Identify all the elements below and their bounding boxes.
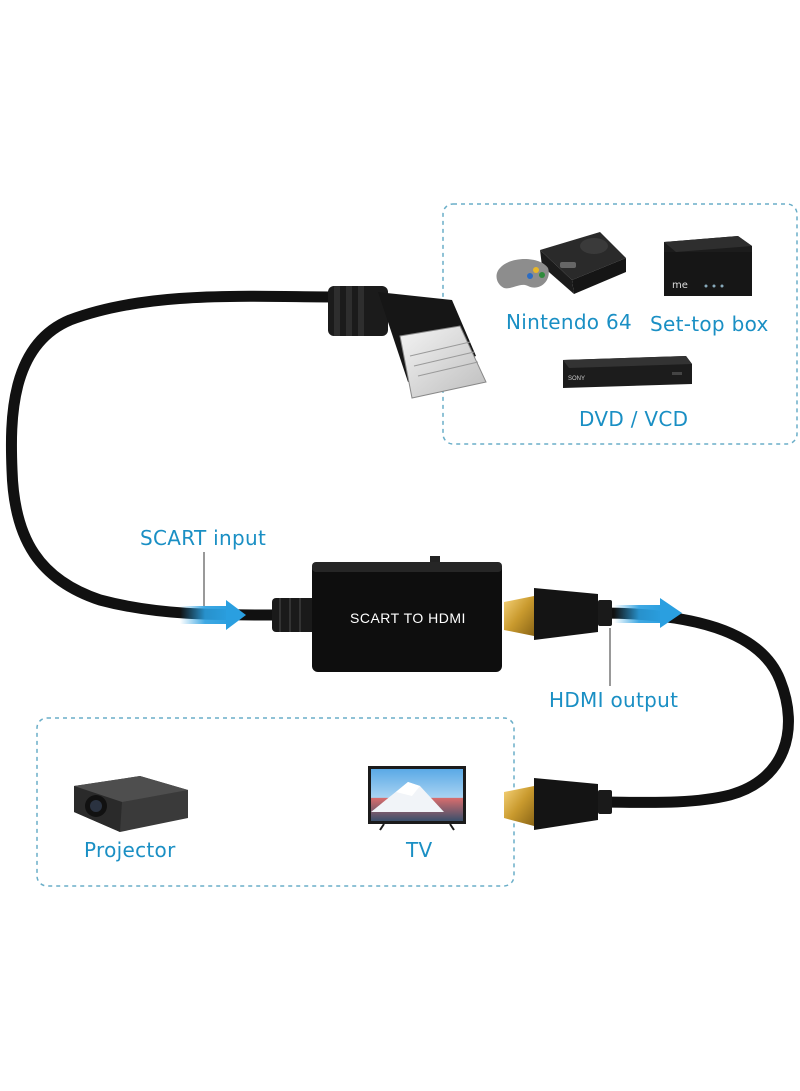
dvd-brand: SONY bbox=[568, 376, 585, 382]
label-nintendo64: Nintendo 64 bbox=[506, 310, 633, 334]
adapter-label: SCART TO HDMI bbox=[350, 610, 466, 626]
hdmi-output-arrow bbox=[614, 598, 682, 628]
label-settop-box: Set-top box bbox=[650, 312, 769, 336]
settop-box-image: me bbox=[664, 236, 752, 296]
label-tv: TV bbox=[406, 838, 433, 862]
hdmi-plug-bottom bbox=[504, 778, 612, 830]
projector-image bbox=[74, 776, 188, 832]
tv-image bbox=[368, 766, 466, 831]
scart-cable bbox=[5, 290, 346, 621]
label-dvd-vcd: DVD / VCD bbox=[579, 407, 689, 431]
settop-logo: me bbox=[672, 280, 688, 291]
nintendo64-image bbox=[496, 232, 626, 294]
label-projector: Projector bbox=[84, 838, 176, 862]
source-devices-box bbox=[442, 203, 798, 445]
dvd-player-image: SONY bbox=[563, 356, 692, 388]
adapter-box bbox=[312, 556, 502, 672]
hdmi-cable bbox=[594, 607, 794, 808]
hdmi-plug-top bbox=[504, 588, 612, 640]
scart-connector bbox=[328, 286, 487, 399]
label-hdmi-output: HDMI output bbox=[549, 688, 679, 712]
scart-input-arrow bbox=[180, 600, 246, 630]
label-scart-input: SCART input bbox=[140, 526, 267, 550]
